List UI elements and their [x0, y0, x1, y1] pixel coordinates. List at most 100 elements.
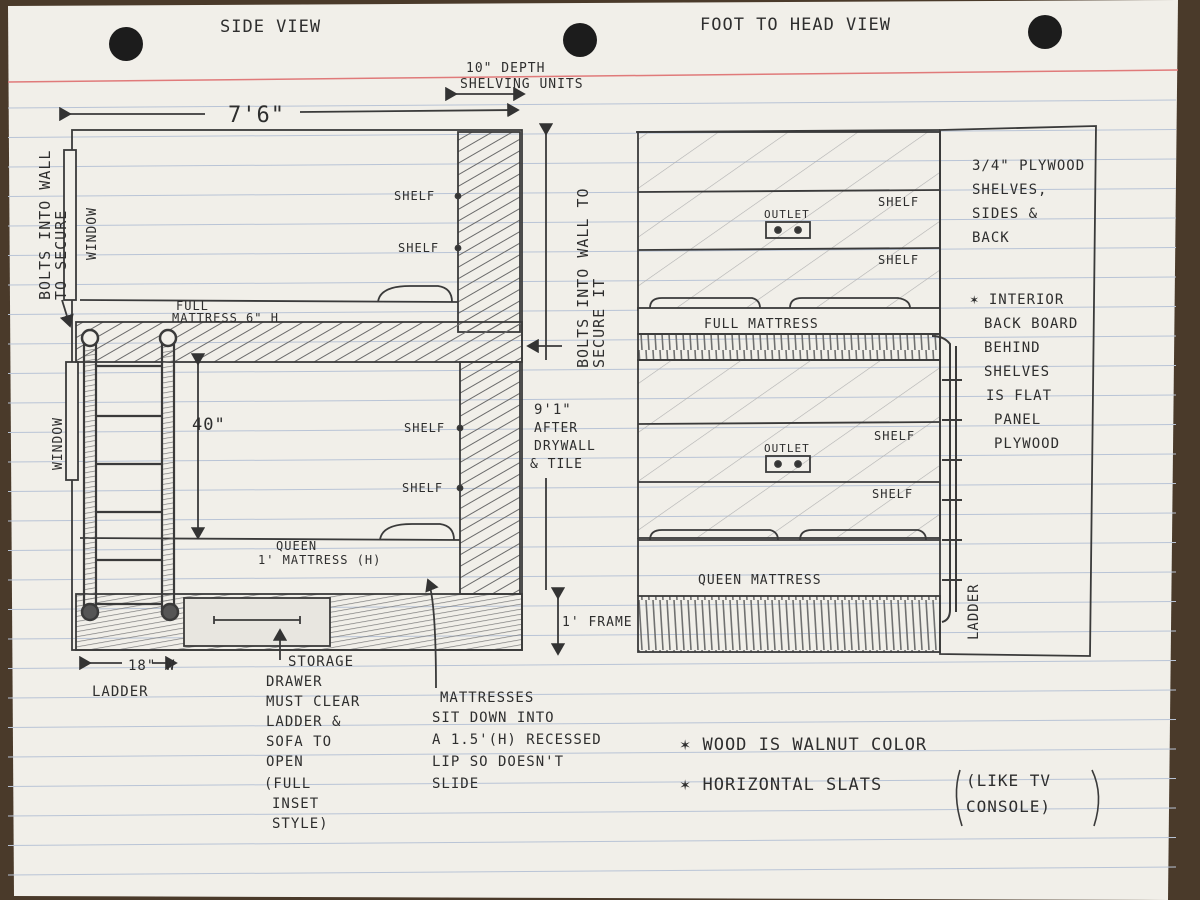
side-view-title: SIDE VIEW — [220, 17, 321, 37]
mattress-note-line: A 1.5'(H) RECESSED — [432, 732, 602, 748]
shelf-label: SHELF — [872, 487, 913, 501]
window-bottom — [65, 361, 79, 481]
binder-hole — [109, 27, 143, 61]
storage-note-line: DRAWER — [266, 674, 323, 690]
storage-note-line: SOFA TO — [266, 734, 332, 750]
bottom-notes: ✶ WOOD IS WALNUT COLOR ✶ HORIZONTAL SLAT… — [680, 735, 1100, 827]
mattress-note: MATTRESSES SIT DOWN INTO A 1.5'(H) RECES… — [432, 690, 602, 792]
ruled-line — [7, 188, 1177, 197]
ruled-line — [7, 866, 1177, 876]
ruled-line — [7, 748, 1177, 758]
bolts-left-line2: TO SECURE — [52, 210, 70, 300]
foot-to-head-view: FOOT TO HEAD VIEW — [635, 15, 1097, 657]
ruled-line — [7, 542, 1177, 551]
height-line4: & TILE — [530, 457, 583, 472]
upper-shelving-back — [637, 131, 941, 311]
plywood-note: 3/4" PLYWOOD SHELVES, SIDES & BACK — [972, 158, 1085, 246]
foot-view-title: FOOT TO HEAD VIEW — [700, 15, 891, 35]
interior-note-line: PLYWOOD — [994, 436, 1060, 452]
height-line2: AFTER — [534, 421, 578, 436]
mattress-note-line: SLIDE — [432, 776, 479, 792]
slats-note-line1: ✶ HORIZONTAL SLATS — [680, 775, 882, 795]
slats-note-line2: (LIKE TV — [966, 771, 1051, 790]
ruled-line — [7, 99, 1177, 109]
mattress-note-line: SIT DOWN INTO — [432, 710, 555, 726]
shelf-label: SHELF — [878, 253, 919, 267]
depth-dimension-line1: 10" DEPTH — [466, 61, 545, 76]
shelf-label: SHELF — [398, 241, 439, 255]
lower-shelving-column — [459, 361, 521, 595]
ladder — [80, 328, 180, 622]
storage-note-line: OPEN — [266, 754, 304, 770]
queen-mattress-label: QUEEN MATTRESS — [698, 573, 822, 588]
window-label-top: WINDOW — [85, 207, 100, 260]
interior-note-line: IS FLAT — [986, 388, 1052, 404]
shelf-label: SHELF — [878, 195, 919, 209]
height-line3: DRYWALL — [534, 439, 596, 454]
ruled-line — [7, 778, 1177, 787]
queen-mattress-line1: QUEEN — [276, 539, 317, 553]
mattress-note-line: MATTRESSES — [440, 690, 534, 706]
full-mattress-line1: FULL — [176, 299, 209, 313]
queen-mattress-line2: 1' MATTRESS (H) — [258, 553, 381, 567]
frame-dimension: 1' FRAME — [562, 615, 633, 630]
storage-note-line: STORAGE — [288, 654, 354, 670]
shelf-label: SHELF — [394, 189, 435, 203]
binder-hole — [563, 23, 597, 57]
shelf-label: SHELF — [404, 421, 445, 435]
outlet-label: OUTLET — [764, 208, 810, 221]
side-view: SIDE VIEW 7'6" 10" DEPTH SHELVING UNITS — [59, 17, 584, 689]
width-dimension: 7'6" — [228, 103, 285, 128]
upper-shelving-column — [457, 131, 521, 333]
upper-bunk-frame — [75, 321, 523, 363]
ruled-line — [7, 837, 1177, 846]
height-line1: 9'1" — [534, 402, 572, 418]
plywood-note-line: SIDES & — [972, 206, 1038, 222]
pillow — [377, 285, 453, 303]
storage-note-line: STYLE) — [272, 816, 329, 832]
ruled-line — [7, 306, 1177, 315]
bolts-right-line1: BOLTS INTO WALL TO — [574, 187, 592, 368]
pillow — [379, 523, 455, 541]
bolts-right-line2: SECURE IT — [590, 278, 608, 368]
ladder-label-vertical: LADDER — [966, 583, 982, 640]
lower-shelving-back — [637, 359, 941, 539]
plywood-note-line: SHELVES, — [972, 182, 1047, 198]
upper-slatted-frame — [637, 333, 941, 361]
outlet-icon — [765, 455, 811, 473]
wood-color-note: ✶ WOOD IS WALNUT COLOR — [680, 735, 927, 755]
full-mattress — [637, 307, 941, 335]
interior-note: ✶ INTERIOR BACK BOARD BEHIND SHELVES IS … — [970, 292, 1078, 452]
lower-slatted-frame — [637, 595, 941, 653]
storage-note-line: MUST CLEAR — [266, 694, 360, 710]
ruled-line — [7, 158, 1177, 168]
plywood-note-line: 3/4" PLYWOOD — [972, 158, 1085, 174]
full-mattress-line2: MATTRESS 6" H — [172, 311, 279, 325]
foot-view-labels: OUTLET OUTLET SHELF SHELF SHELF SHELF FU… — [698, 158, 1085, 640]
interior-note-line: SHELVES — [984, 364, 1050, 380]
ladder-width: 18" W — [128, 658, 175, 674]
shelf-label: SHELF — [402, 481, 443, 495]
ruled-line — [7, 217, 1177, 227]
ruled-line — [7, 689, 1177, 699]
depth-dimension-line2: SHELVING UNITS — [460, 77, 584, 92]
ruled-line — [7, 807, 1177, 817]
outlet-icon — [765, 221, 811, 239]
ladder-label: LADDER — [92, 684, 149, 700]
interior-note-line: BEHIND — [984, 340, 1041, 356]
binder-hole — [1028, 15, 1062, 49]
interior-note-line: ✶ INTERIOR — [970, 292, 1064, 308]
shelf-label: SHELF — [874, 429, 915, 443]
full-mattress-label: FULL MATTRESS — [704, 317, 819, 332]
interior-note-line: BACK BOARD — [984, 316, 1078, 332]
ruled-line — [7, 276, 1177, 286]
ruled-line — [7, 571, 1177, 581]
plywood-note-line: BACK — [972, 230, 1010, 246]
storage-note-line: LADDER & — [266, 714, 341, 730]
ruled-line — [7, 247, 1177, 256]
clearance-dimension: 40" — [192, 415, 226, 435]
storage-drawer — [183, 597, 331, 647]
mattress-note-line: LIP SO DOESN'T — [432, 754, 564, 770]
ruled-line — [7, 129, 1177, 138]
